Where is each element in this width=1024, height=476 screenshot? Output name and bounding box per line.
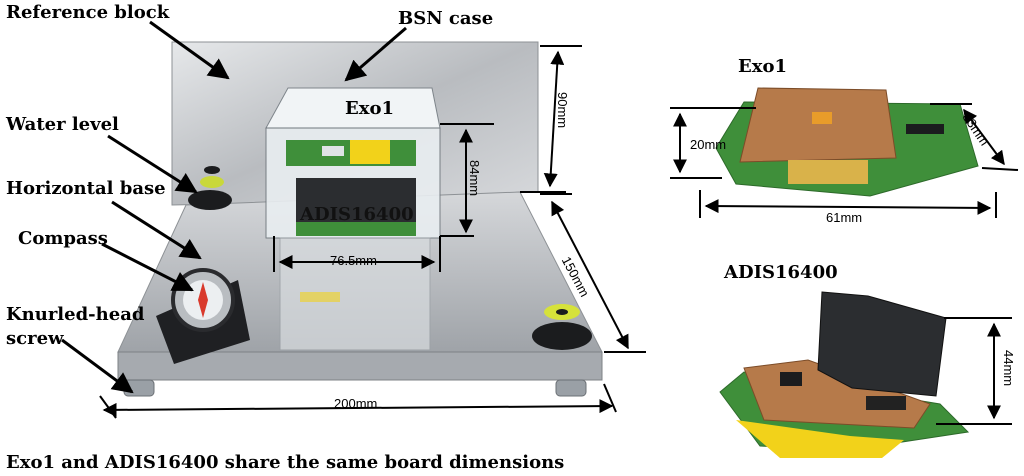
arrow-horizontal-base xyxy=(111,200,202,260)
label-adis-case: ADIS16400 xyxy=(300,204,414,225)
dim-exo1-width: 61mm xyxy=(826,210,863,225)
dim-case-height: 84mm xyxy=(467,160,482,197)
compass xyxy=(156,268,250,364)
label-knurled-head-line1: Knurled-head xyxy=(6,304,145,325)
knurled-screw-right xyxy=(555,379,587,397)
annotation-lines xyxy=(61,20,407,394)
title-exo1-photo: Exo1 xyxy=(738,56,787,77)
dim-block-height: 90mm xyxy=(555,92,570,129)
label-horizontal-base: Horizontal base xyxy=(6,178,166,199)
adis16400-photo xyxy=(719,291,970,458)
label-compass: Compass xyxy=(18,228,108,249)
label-knurled-head-line2: screw xyxy=(6,328,64,349)
figure-caption: Exo1 and ADIS16400 share the same board … xyxy=(6,452,565,473)
adis-board-in-case xyxy=(296,178,416,222)
arrow-water-level xyxy=(107,134,198,194)
dim-adis-height: 44mm xyxy=(1001,350,1016,387)
exo1-pcb xyxy=(739,87,897,163)
base-front-edge xyxy=(117,351,603,381)
arrow-compass xyxy=(101,242,194,292)
adis-sensor-block xyxy=(817,291,947,397)
apparatus-photo xyxy=(117,41,603,397)
dim-base-width: 200mm xyxy=(334,396,378,411)
exo1-photo xyxy=(715,87,979,197)
label-reference-block: Reference block xyxy=(6,2,170,23)
title-adis-photo: ADIS16400 xyxy=(724,262,838,283)
label-exo1-case: Exo1 xyxy=(345,98,394,119)
arrow-bsn-case xyxy=(344,26,407,82)
dimension-lines xyxy=(99,45,1019,425)
dim-exo1-height: 20mm xyxy=(690,137,727,152)
label-bsn-case: BSN case xyxy=(398,8,494,29)
label-water-level: Water level xyxy=(6,114,119,135)
arrow-reference-block xyxy=(149,20,230,80)
arrow-knurled-screw xyxy=(61,338,134,394)
dim-case-width: 76.5mm xyxy=(330,253,377,268)
water-level-left xyxy=(188,166,232,210)
